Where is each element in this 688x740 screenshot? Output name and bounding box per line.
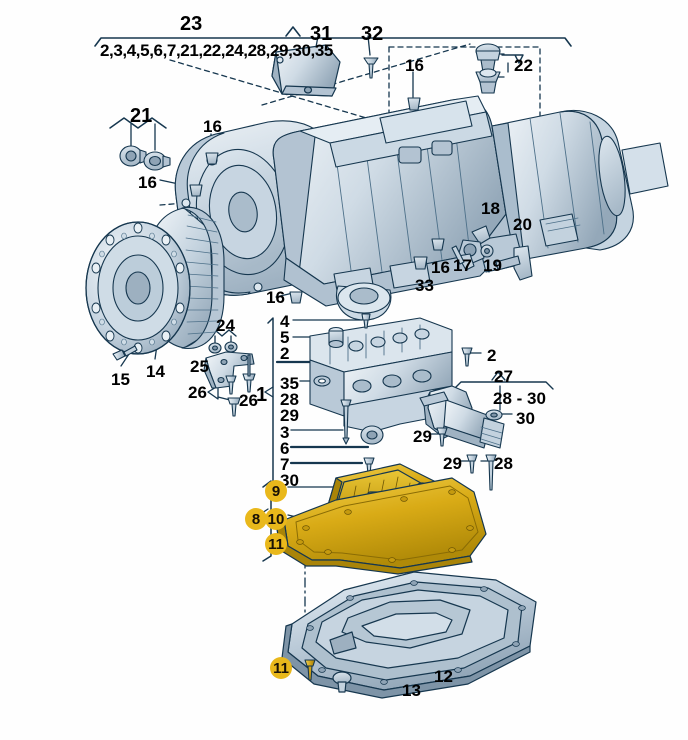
highlight-badge[interactable]: 10	[265, 508, 287, 530]
callout-label[interactable]: 22	[514, 56, 533, 75]
highlight-badge[interactable]: 8	[245, 508, 267, 530]
highlight-badge[interactable]: 9	[265, 480, 287, 502]
callout-label[interactable]: 26	[188, 383, 207, 402]
callout-label[interactable]: 17	[453, 256, 472, 275]
callout-label[interactable]: 3	[280, 423, 290, 442]
callout-label[interactable]: 30	[516, 409, 535, 428]
callout-label[interactable]: 25	[190, 357, 209, 376]
header-group-items: 2,3,4,5,6,7,21,22,24,28,29,30,35	[100, 41, 333, 60]
callout-label[interactable]: 21	[130, 105, 153, 127]
callout-label[interactable]: 24	[216, 316, 235, 335]
callout-label[interactable]: 16	[431, 258, 450, 277]
callout-label[interactable]: 2	[487, 346, 497, 365]
callout-label[interactable]: 4	[280, 312, 290, 331]
callout-label[interactable]: 1	[256, 384, 268, 406]
highlight-badge[interactable]: 11	[270, 657, 292, 679]
callout-label[interactable]: 33	[415, 276, 434, 295]
callout-label[interactable]: 6	[280, 439, 290, 458]
callout-label[interactable]: 16	[405, 56, 424, 75]
callout-label[interactable]: 32	[361, 23, 384, 45]
callout-label[interactable]: 13	[402, 681, 421, 700]
callout-label[interactable]: 31	[310, 23, 333, 45]
callout-label[interactable]: 29	[280, 406, 299, 425]
callout-label[interactable]: 29	[413, 427, 432, 446]
callout-label[interactable]: 12	[434, 667, 453, 686]
callout-label[interactable]: 5	[280, 328, 290, 347]
callout-label[interactable]: 29	[443, 454, 462, 473]
header-group-number: 23	[180, 13, 203, 35]
highlight-badge[interactable]: 11	[265, 533, 287, 555]
callout-label[interactable]: 18	[481, 199, 500, 218]
callout-label[interactable]: 28 - 30	[493, 389, 546, 408]
callout-label[interactable]: 16	[203, 117, 222, 136]
callout-label[interactable]: 28	[494, 454, 513, 473]
callout-label[interactable]: 26	[239, 391, 258, 410]
callout-label[interactable]: 2	[280, 344, 290, 363]
callout-label[interactable]: 20	[513, 215, 532, 234]
callout-label[interactable]: 14	[146, 362, 165, 381]
callout-label[interactable]: 28	[280, 390, 299, 409]
callout-label[interactable]: 27	[494, 367, 513, 386]
callout-label[interactable]: 16	[266, 288, 285, 307]
callout-label[interactable]: 35	[280, 374, 299, 393]
callout-label[interactable]: 15	[111, 370, 130, 389]
callout-label[interactable]: 19	[483, 256, 502, 275]
callout-label[interactable]: 7	[280, 455, 290, 474]
callout-label[interactable]: 16	[138, 173, 157, 192]
